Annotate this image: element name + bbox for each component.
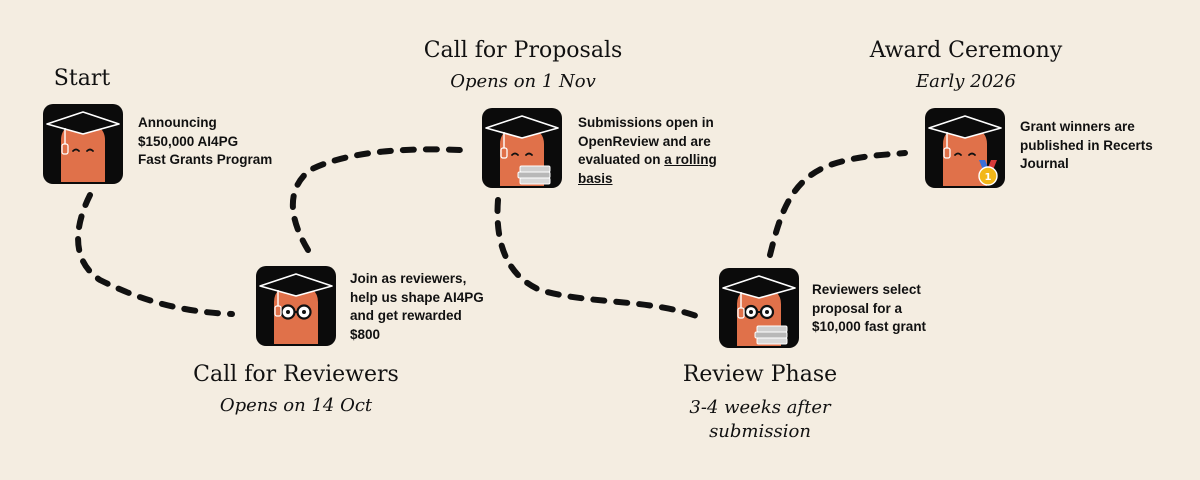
desc-line: published in Recerts: [1020, 137, 1153, 153]
stage-title-proposals: Call for Proposals: [423, 38, 623, 63]
professor-avatar-review: [719, 268, 799, 348]
desc-line: Journal: [1020, 156, 1069, 171]
graduation-cap-icon: [46, 111, 120, 155]
stage-desc-start: Announcing $150,000 AI4PG Fast Grants Pr…: [138, 114, 272, 170]
stage-desc-proposals: Submissions open in OpenReview and are e…: [578, 114, 717, 188]
graduation-cap-icon: [485, 115, 559, 159]
desc-line: Grant winners are: [1020, 119, 1135, 134]
desc-line: $800: [350, 326, 381, 342]
graduation-cap-icon: [259, 273, 333, 317]
rolling-basis-link[interactable]: a rolling: [664, 152, 717, 167]
graduation-cap-icon: [722, 275, 796, 319]
glasses-icon: [743, 304, 775, 320]
desc-line: Reviewers select: [812, 282, 921, 297]
professor-avatar-reviewers: [256, 266, 336, 346]
path-reviewers-to-proposals: [289, 146, 463, 253]
stage-subtitle-review: 3-4 weeks after submission: [689, 396, 830, 444]
desc-line: OpenReview and are: [578, 133, 711, 149]
desc-line: evaluated on a rolling: [578, 151, 717, 170]
glasses-icon: [280, 304, 312, 320]
stage-desc-award: Grant winners are published in Recerts J…: [1020, 118, 1153, 174]
desc-line: help us shape AI4PG: [350, 289, 484, 305]
stage-desc-review: Reviewers select proposal for a $10,000 …: [812, 281, 926, 337]
stage-subtitle-reviewers: Opens on 14 Oct: [219, 395, 373, 416]
professor-avatar-proposals: [482, 108, 562, 188]
subtitle-line: submission: [709, 421, 811, 442]
stage-subtitle-award: Early 2026: [916, 71, 1016, 92]
desc-line: Submissions open in: [578, 115, 714, 130]
desc-line: Join as reviewers,: [350, 271, 467, 286]
path-start-to-reviewers: [75, 192, 235, 317]
desc-line: and get rewarded: [350, 308, 462, 323]
stage-title-review: Review Phase: [682, 362, 838, 387]
stage-subtitle-proposals: Opens on 1 Nov: [450, 71, 596, 92]
svg-text:1: 1: [985, 172, 992, 183]
desc-text: evaluated on: [578, 152, 665, 167]
books-icon: [754, 325, 788, 345]
subtitle-line: 3-4 weeks after: [689, 397, 831, 418]
books-icon: [517, 165, 551, 185]
professor-avatar-start: [43, 104, 123, 184]
path-proposals-to-review: [494, 197, 705, 321]
professor-avatar-award: 1: [925, 108, 1005, 188]
desc-line: Fast Grants Program: [138, 152, 273, 167]
stage-desc-reviewers: Join as reviewers, help us shape AI4PG a…: [350, 270, 484, 344]
medal-icon: 1: [978, 160, 998, 186]
stage-title-start: Start: [53, 66, 111, 91]
desc-line: $10,000 fast grant: [812, 319, 927, 334]
path-review-to-award: [767, 150, 908, 258]
rolling-basis-link-cont[interactable]: basis: [578, 170, 613, 186]
desc-line: Announcing: [138, 115, 217, 130]
stage-title-reviewers: Call for Reviewers: [193, 362, 399, 387]
desc-line: proposal for a: [812, 300, 903, 316]
desc-line: $150,000 AI4PG: [138, 133, 239, 149]
graduation-cap-icon: [928, 115, 1002, 159]
stage-title-award: Award Ceremony: [869, 38, 1063, 63]
